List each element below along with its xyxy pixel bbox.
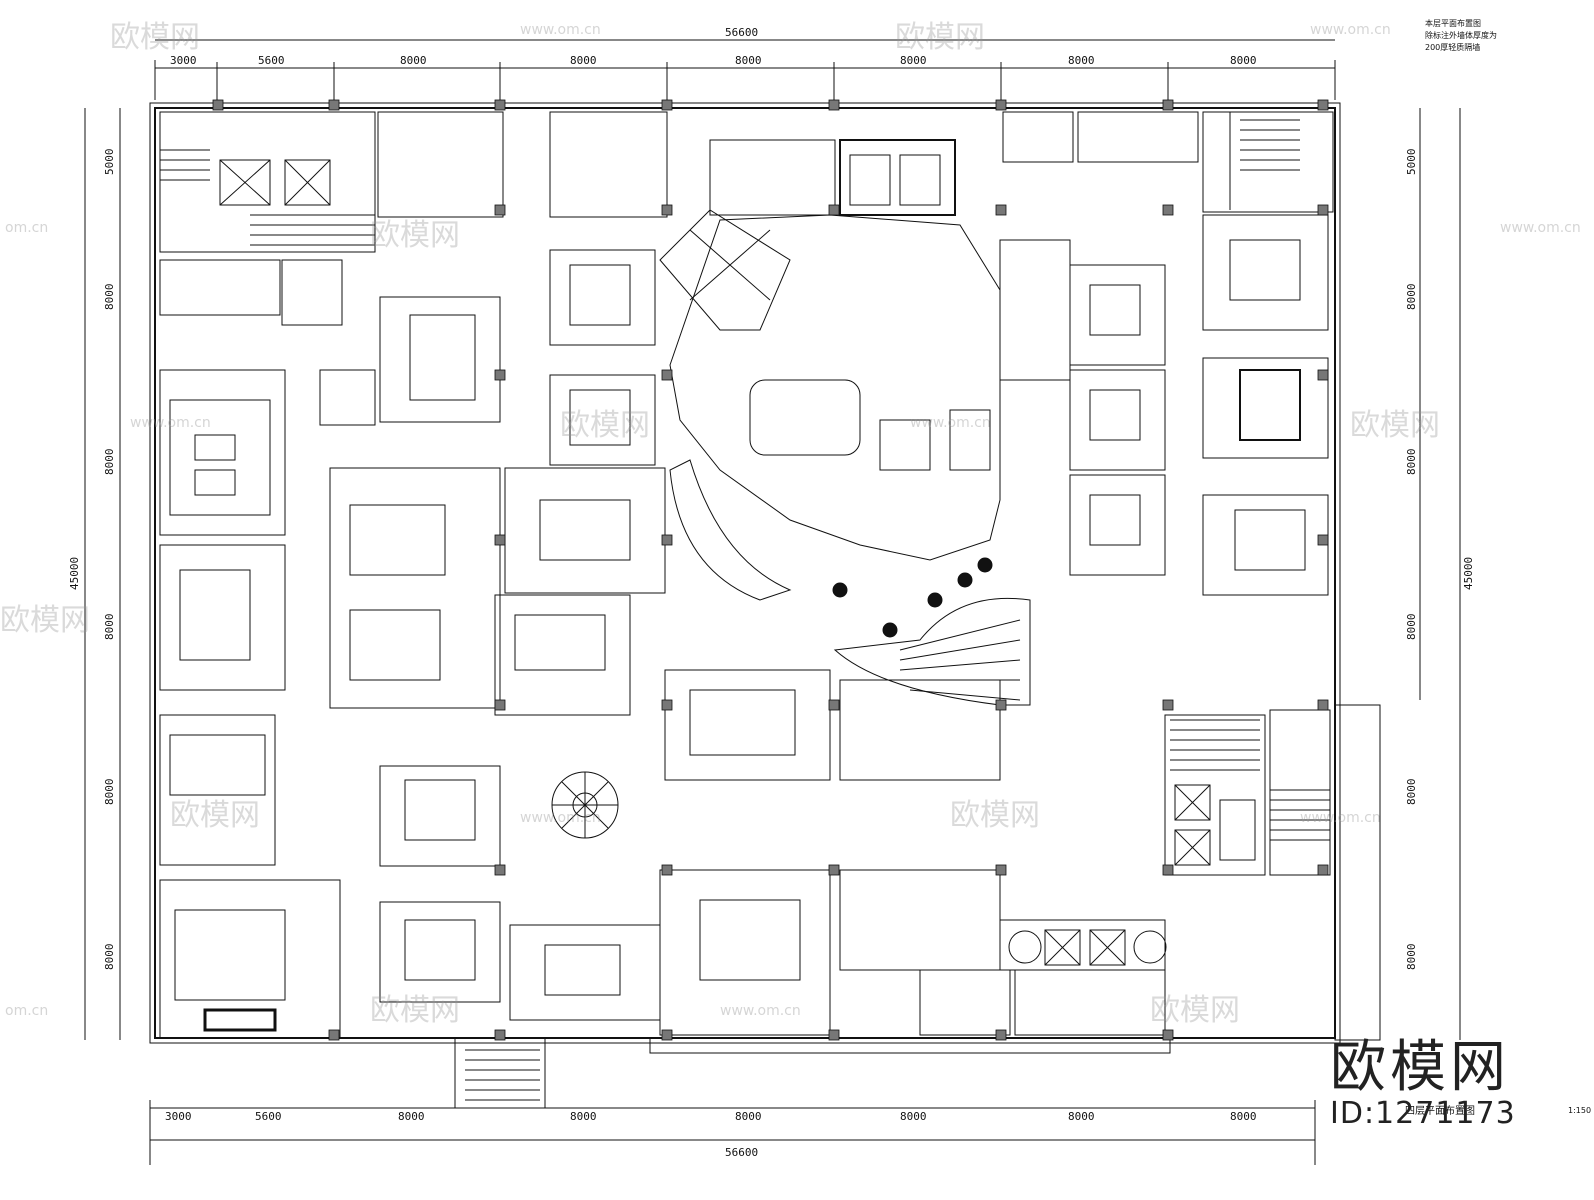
right-row-1: 5000 <box>1405 149 1418 176</box>
bottom-bay-8: 8000 <box>1230 1110 1257 1123</box>
bottom-bay-dimensions: 3000 5600 8000 8000 8000 8000 8000 8000 <box>165 1110 1257 1123</box>
right-row-5: 8000 <box>1405 779 1418 806</box>
bottom-bay-4: 8000 <box>570 1110 597 1123</box>
right-row-2: 8000 <box>1405 284 1418 311</box>
right-row-4: 8000 <box>1405 614 1418 641</box>
drawing-title: 四层平面布置图 <box>1405 1106 1475 1117</box>
watermark-id: ID:1271173 <box>1330 1096 1516 1131</box>
top-bay-dimensions: 3000 5600 8000 8000 8000 8000 8000 8000 <box>170 54 1257 67</box>
left-row-4: 8000 <box>103 614 116 641</box>
watermark-logo-text: 欧模网 <box>1330 1035 1510 1100</box>
right-row-3: 8000 <box>1405 449 1418 476</box>
top-bay-4: 8000 <box>570 54 597 67</box>
right-row-dimensions: 5000 8000 8000 8000 8000 8000 <box>1405 149 1418 971</box>
drawing-scale: 1:150 <box>1568 1106 1592 1115</box>
drawing-notes: 本层平面布置图 除标注外墙体厚度为 200厚轻质隔墙 <box>1425 18 1565 54</box>
note-line-1: 本层平面布置图 <box>1425 19 1481 28</box>
note-line-3: 200厚轻质隔墙 <box>1425 43 1481 52</box>
bottom-bay-6: 8000 <box>900 1110 927 1123</box>
right-row-6: 8000 <box>1405 944 1418 971</box>
top-bay-2: 5600 <box>258 54 285 67</box>
top-bay-8: 8000 <box>1230 54 1257 67</box>
left-row-1: 5000 <box>103 149 116 176</box>
left-overall-dimension: 45000 <box>68 557 81 590</box>
bottom-bay-3: 8000 <box>398 1110 425 1123</box>
top-bay-1: 3000 <box>170 54 197 67</box>
left-row-dimensions: 5000 8000 8000 8000 8000 8000 <box>103 149 116 971</box>
top-bay-5: 8000 <box>735 54 762 67</box>
structural-columns <box>212 99 1329 1041</box>
top-bay-6: 8000 <box>900 54 927 67</box>
right-overall-dimension: 45000 <box>1462 557 1475 590</box>
bottom-bay-1: 3000 <box>165 1110 192 1123</box>
left-row-2: 8000 <box>103 284 116 311</box>
bottom-overall-dimension: 56600 <box>725 1146 758 1159</box>
top-bay-7: 8000 <box>1068 54 1095 67</box>
bottom-bay-2: 5600 <box>255 1110 282 1123</box>
left-row-6: 8000 <box>103 944 116 971</box>
top-bay-3: 8000 <box>400 54 427 67</box>
note-line-2: 除标注外墙体厚度为 <box>1425 31 1497 40</box>
left-row-3: 8000 <box>103 449 116 476</box>
top-overall-dimension: 56600 <box>725 26 758 39</box>
left-row-5: 8000 <box>103 779 116 806</box>
bottom-bay-7: 8000 <box>1068 1110 1095 1123</box>
bottom-bay-5: 8000 <box>735 1110 762 1123</box>
